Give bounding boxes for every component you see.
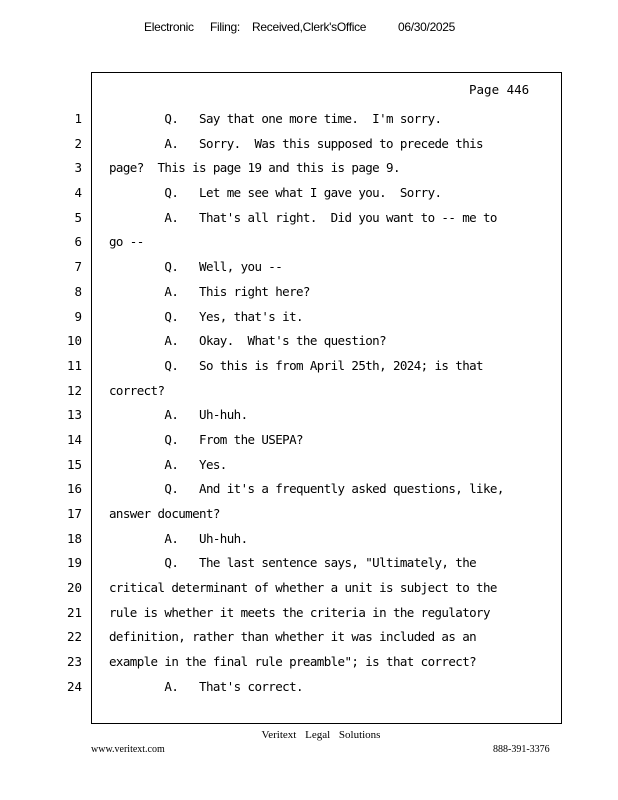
transcript-line: answer document? xyxy=(109,506,220,521)
transcript-line: A. That's all right. Did you want to -- … xyxy=(109,209,497,225)
transcript-line: A. Sorry. Was this supposed to precede t… xyxy=(109,135,483,151)
line-number: 22 xyxy=(66,629,82,645)
line-number: 2 xyxy=(74,135,82,151)
transcript-line: A. That's correct. xyxy=(109,678,303,694)
transcript-line: definition, rather than whether it was i… xyxy=(109,629,477,645)
transcript-line: example in the final rule preamble"; is … xyxy=(109,654,477,670)
line-number: 6 xyxy=(74,234,82,250)
line-number: 10 xyxy=(66,333,82,349)
filing-header: Electronic Filing: Received,Clerk'sOffic… xyxy=(0,20,618,38)
line-number: 15 xyxy=(66,456,82,472)
transcript-line: Q. Let me see what I gave you. Sorry. xyxy=(109,185,442,201)
transcript-line: A. Uh-huh. xyxy=(109,530,248,546)
transcript-line: Q. So this is from April 25th, 2024; is … xyxy=(109,357,483,373)
transcript-line: Q. Say that one more time. I'm sorry. xyxy=(109,111,442,126)
line-number: 7 xyxy=(74,259,82,275)
transcript-line: correct? xyxy=(109,382,165,398)
page-number: Page 446 xyxy=(469,82,530,97)
line-number: 21 xyxy=(66,604,82,620)
transcript-line: A. Okay. What's the question? xyxy=(109,333,387,349)
transcript-line: Q. Yes, that's it. xyxy=(109,308,303,324)
transcript-line: Q. From the USEPA? xyxy=(109,431,303,447)
line-number: 11 xyxy=(66,357,82,373)
transcript-page-frame xyxy=(91,72,562,724)
transcript-text: Q. Say that one more time. I'm sorry. A.… xyxy=(109,109,549,702)
footer-website: www.veritext.com xyxy=(91,744,165,755)
line-number: 4 xyxy=(74,185,82,201)
line-number: 12 xyxy=(66,382,82,398)
transcript-line: A. This right here? xyxy=(109,283,310,299)
transcript-line: Q. Well, you -- xyxy=(109,259,283,275)
footer-company: Veritext Legal Solutions xyxy=(261,729,381,741)
line-number: 13 xyxy=(66,407,82,423)
transcript-line: critical determinant of whether a unit i… xyxy=(109,580,497,596)
line-number-column: 1 2 3 4 5 6 7 8 9 10 11 12 13 14 15 16 1… xyxy=(60,109,82,702)
line-number: 24 xyxy=(66,678,82,694)
transcript-line: go -- xyxy=(109,234,144,250)
footer-phone: 888-391-3376 xyxy=(493,744,550,755)
line-number: 8 xyxy=(74,283,82,299)
line-number: 20 xyxy=(66,580,82,596)
line-number: 19 xyxy=(66,555,82,571)
transcript-line: rule is whether it meets the criteria in… xyxy=(109,604,491,620)
line-number: 1 xyxy=(74,111,82,126)
transcript-line: A. Yes. xyxy=(109,456,227,472)
line-number: 18 xyxy=(66,530,82,546)
header-received: Received,Clerk'sOffice xyxy=(252,20,367,34)
header-date: 06/30/2025 xyxy=(398,20,456,34)
line-number: 5 xyxy=(74,209,82,225)
line-number: 16 xyxy=(66,481,82,497)
line-number: 3 xyxy=(74,160,82,176)
line-number: 17 xyxy=(66,506,82,521)
transcript-line: Q. The last sentence says, "Ultimately, … xyxy=(109,555,477,571)
line-number: 14 xyxy=(66,431,82,447)
header-filing: Filing: xyxy=(210,20,240,34)
header-electronic: Electronic xyxy=(144,20,194,34)
transcript-line: page? This is page 19 and this is page 9… xyxy=(109,160,400,176)
line-number: 9 xyxy=(74,308,82,324)
transcript-line: Q. And it's a frequently asked questions… xyxy=(109,481,504,497)
transcript-line: A. Uh-huh. xyxy=(109,407,248,423)
line-number: 23 xyxy=(66,654,82,670)
